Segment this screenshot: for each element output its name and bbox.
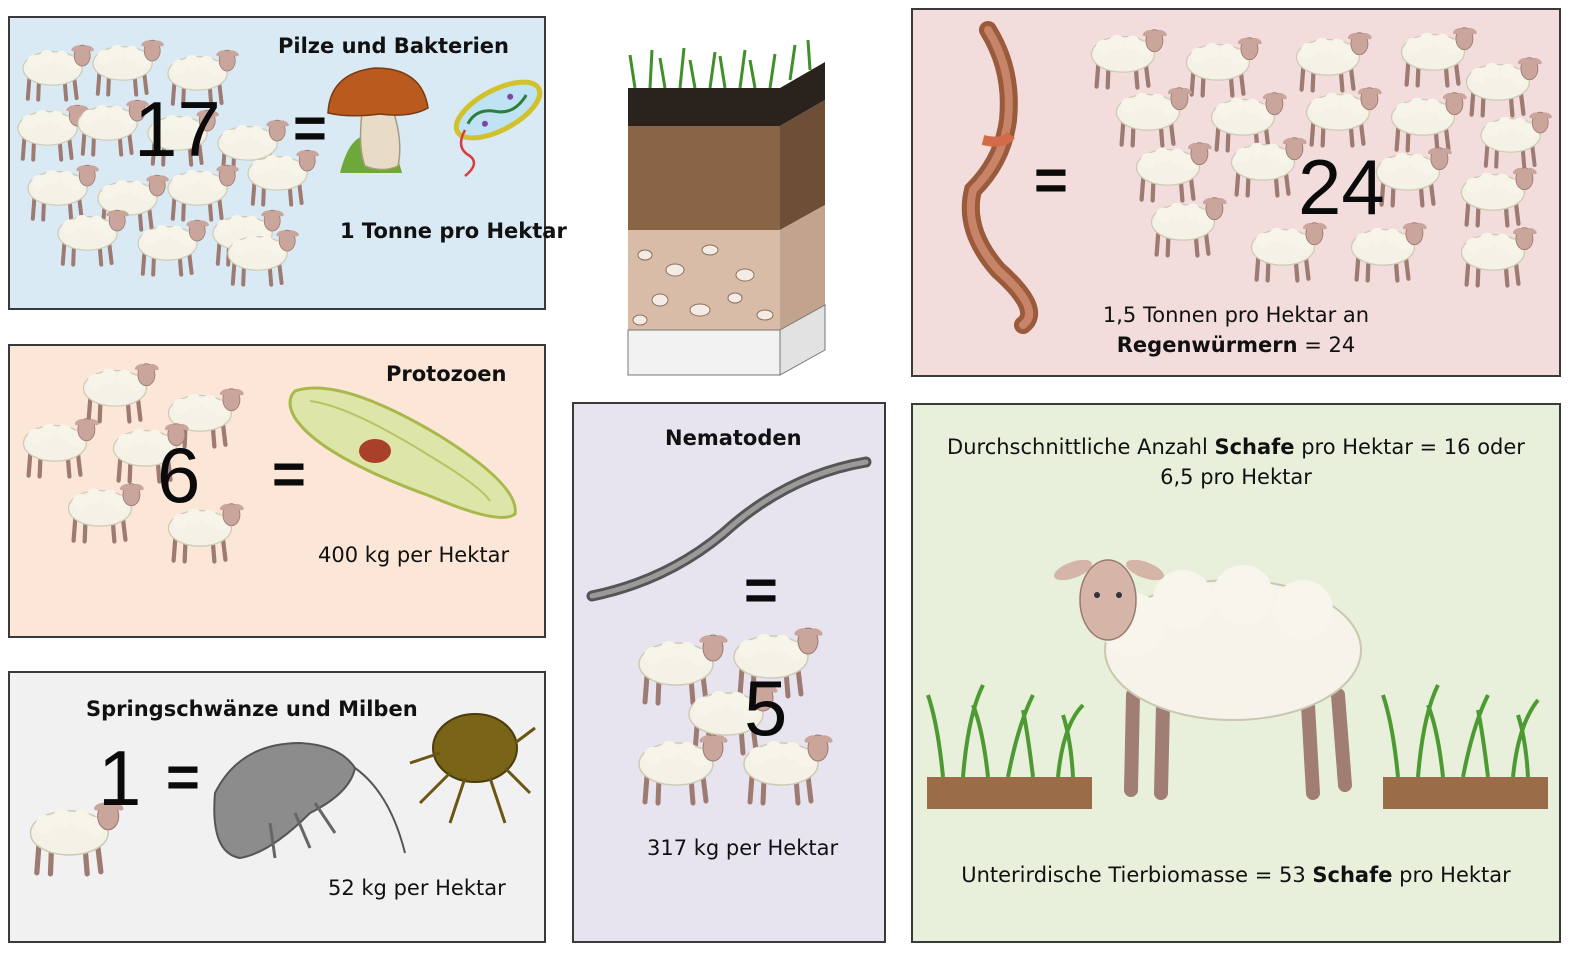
springtails-amount: 52 kg per Hektar (328, 876, 506, 900)
panel-sheep: Durchschnittliche Anzahl Schafe pro Hekt… (911, 403, 1561, 943)
earthworms-amount-line2: Regenwürmern = 24 (913, 333, 1559, 357)
avg-sheep-line1: Durchschnittliche Anzahl Schafe pro Hekt… (913, 435, 1559, 459)
earthworms-number: 24 (1298, 143, 1385, 231)
earthworm-icon (961, 21, 1039, 334)
total-suffix: pro Hektar (1392, 863, 1511, 887)
mushroom-icon (327, 67, 429, 173)
panel-springtails-mites: Springschwänze und Milben 1 = 52 kg per … (8, 671, 546, 943)
panel-earthworms: = 24 1,5 Tonnen pro Hektar an Regenwürme… (911, 8, 1561, 377)
paramecium-icon (288, 386, 517, 519)
springtails-number: 1 (98, 734, 142, 822)
earthworms-equals: = (1034, 148, 1068, 213)
avg-sheep-line2: 6,5 pro Hektar (1160, 465, 1312, 489)
fungi-number: 17 (134, 85, 221, 173)
protozoa-equals: = (272, 442, 306, 507)
earthworms-bold-word: Regenwürmern (1116, 333, 1298, 357)
grass-right-illustration (1381, 684, 1548, 809)
nematodes-equals: = (744, 558, 778, 623)
springtails-equals: = (166, 745, 200, 810)
protozoa-number: 6 (157, 431, 201, 519)
panel-protozoa: Protozoen 6 = 400 kg per Hektar (8, 344, 546, 638)
earthworms-amount-line1: 1,5 Tonnen pro Hektar an (1102, 303, 1370, 327)
protozoa-title: Protozoen (386, 362, 507, 386)
sheep-flock-5 (574, 404, 884, 941)
springtails-title: Springschwänze und Milben (86, 697, 418, 721)
nematodes-title: Nematoden (665, 426, 802, 450)
fungi-equals: = (293, 96, 327, 161)
sheep-large-illustration (1054, 559, 1362, 800)
bacterium-icon (453, 79, 543, 177)
fungi-title: Pilze und Bakterien (278, 34, 509, 58)
protozoa-amount: 400 kg per Hektar (318, 543, 510, 567)
grass-left-illustration (926, 684, 1092, 809)
nematode-icon (586, 456, 872, 602)
earthworms-suffix: = 24 (1297, 333, 1356, 357)
total-biomass-text: Unterirdische Tierbiomasse = 53 Schafe p… (913, 863, 1559, 887)
fungi-amount: 1 Tonne pro Hektar (340, 219, 567, 243)
panel-nematodes: Nematoden = 5 317 kg per Hektar (572, 402, 886, 943)
avg-bold: Schafe (1214, 435, 1295, 459)
nematodes-amount: 317 kg per Hektar (647, 836, 839, 860)
total-prefix: Unterirdische Tierbiomasse = 53 (961, 863, 1313, 887)
mite-icon (409, 713, 536, 824)
total-bold: Schafe (1312, 863, 1393, 887)
nematodes-number: 5 (744, 664, 788, 752)
panel-fungi-bacteria: Pilze und Bakterien 17 = 1 Tonne pro Hek… (8, 16, 567, 310)
soil-profile-illustration (627, 39, 826, 376)
avg-prefix: Durchschnittliche Anzahl (947, 435, 1215, 459)
springtail-icon (213, 741, 406, 860)
avg-suffix: pro Hektar = 16 oder (1294, 435, 1525, 459)
